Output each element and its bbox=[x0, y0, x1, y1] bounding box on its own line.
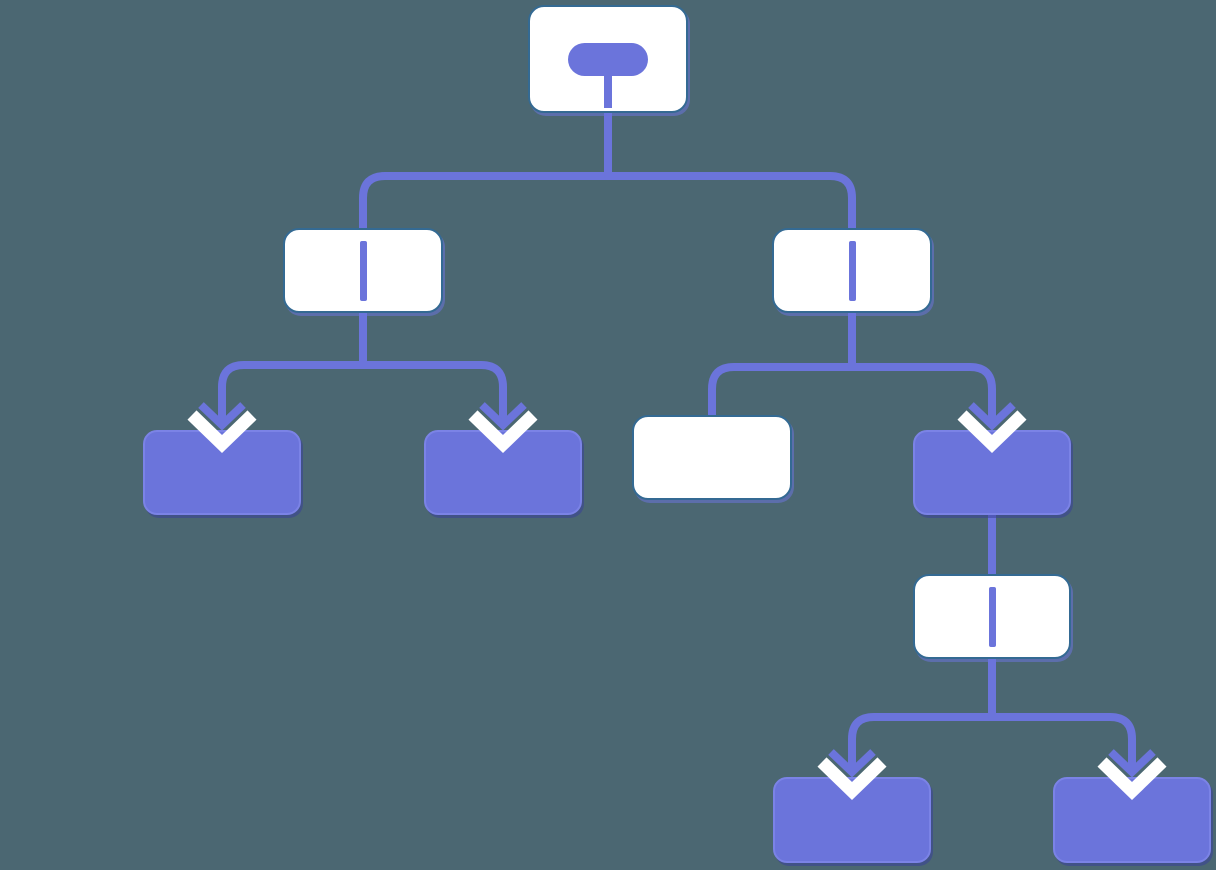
tree-node-node-empty[interactable] bbox=[632, 415, 792, 500]
connector-root-to-branch-left bbox=[359, 111, 612, 230]
connector-branch-right-to-leaf-d bbox=[848, 311, 996, 402]
connector-branch-left-to-leaf-a bbox=[218, 311, 367, 402]
arrow-head-glyph bbox=[479, 402, 527, 431]
chevron-down-arrow-icon[interactable] bbox=[468, 399, 538, 459]
root-pill-icon bbox=[568, 43, 648, 76]
tree-node-branch-right[interactable] bbox=[772, 228, 932, 313]
connector-branch-left-to-leaf-b bbox=[359, 311, 507, 402]
chevron-white-glyph bbox=[468, 410, 538, 454]
chevron-white-glyph bbox=[957, 410, 1027, 454]
tree-node-root[interactable] bbox=[528, 5, 688, 113]
connector-branch-e-to-leaf-f bbox=[848, 657, 996, 749]
chevron-white-glyph bbox=[1097, 757, 1167, 801]
root-pill-stem bbox=[604, 73, 612, 108]
tree-node-branch-left[interactable] bbox=[283, 228, 443, 313]
connector-branch-e-to-leaf-g bbox=[988, 657, 1136, 749]
arrow-head-glyph bbox=[968, 402, 1016, 431]
chevron-down-arrow-icon[interactable] bbox=[187, 399, 257, 459]
vertical-bar-icon bbox=[848, 240, 856, 301]
chevron-white-glyph bbox=[187, 410, 257, 454]
vertical-bar-icon bbox=[988, 586, 996, 647]
arrow-head-glyph bbox=[828, 749, 876, 778]
chevron-down-arrow-icon[interactable] bbox=[957, 399, 1027, 459]
arrow-head-glyph bbox=[198, 402, 246, 431]
chevron-down-arrow-icon[interactable] bbox=[817, 746, 887, 806]
chevron-white-glyph bbox=[817, 757, 887, 801]
vertical-bar-icon bbox=[359, 240, 367, 301]
connector-root-to-branch-right bbox=[604, 111, 856, 230]
chevron-down-arrow-icon[interactable] bbox=[1097, 746, 1167, 806]
arrow-head-glyph bbox=[1108, 749, 1156, 778]
connector-branch-right-to-node-empty bbox=[708, 311, 856, 417]
tree-node-branch-e[interactable] bbox=[913, 574, 1071, 659]
